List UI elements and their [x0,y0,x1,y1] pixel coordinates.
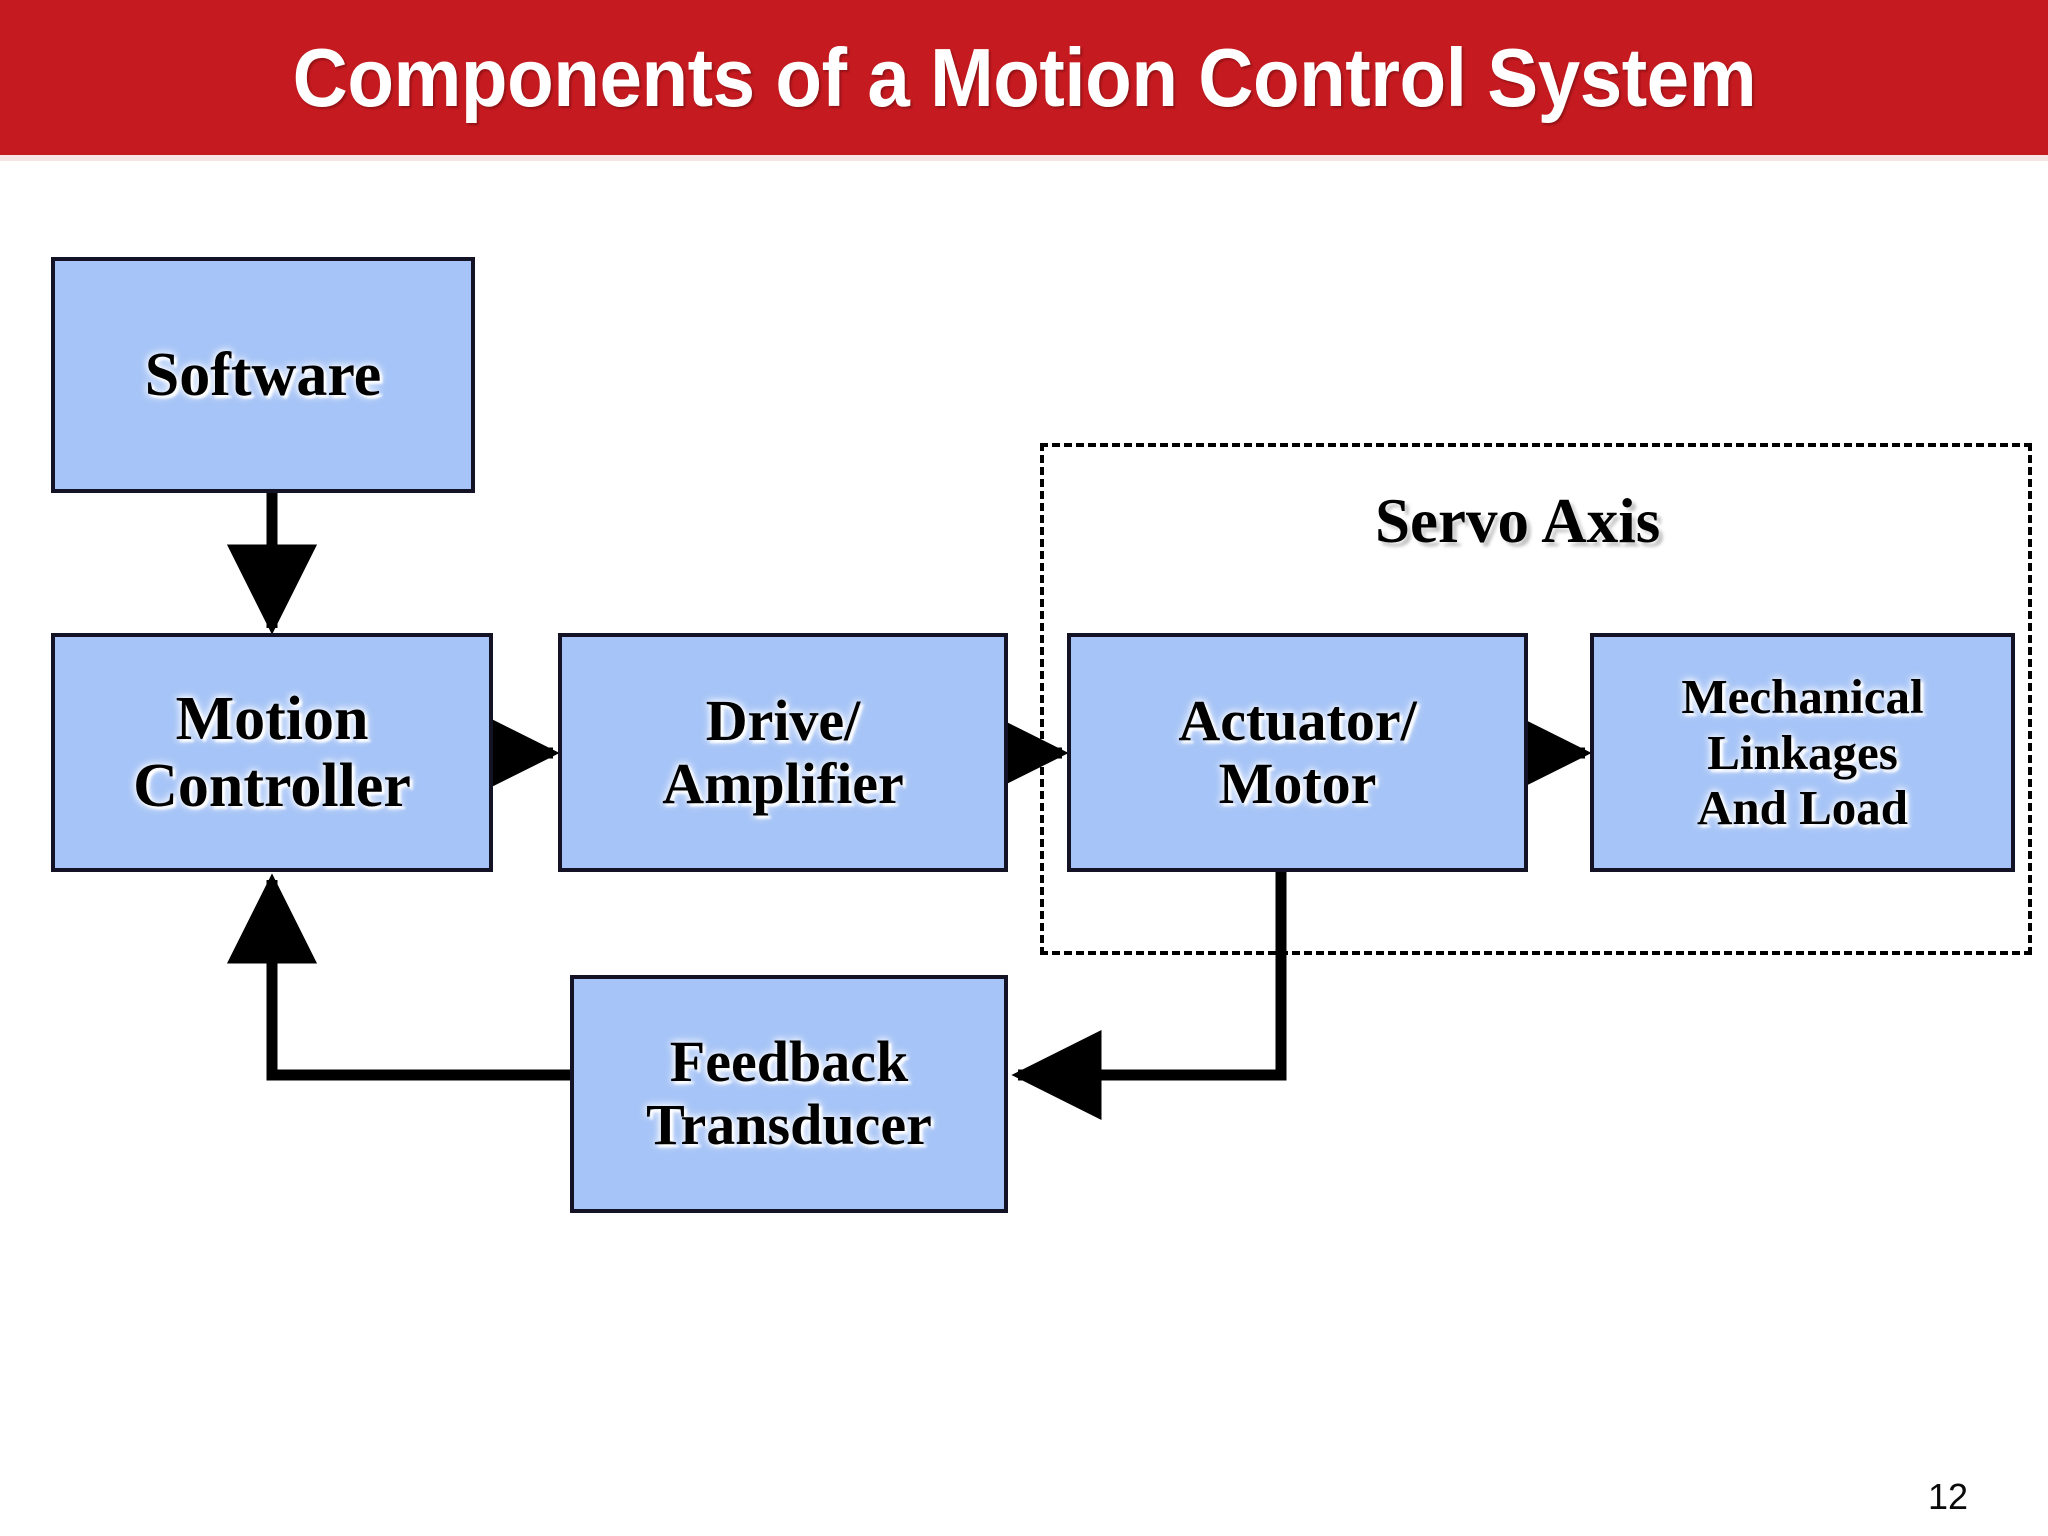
node-feedback-transducer-label-line-2: Transducer [646,1092,932,1157]
node-motion-controller-label-line-1: Motion [175,684,369,753]
node-drive-amplifier-label-line-2: Amplifier [662,750,904,816]
node-mechanical-linkages-and-load[interactable]: Mechanical Linkages And Load [1590,633,2015,872]
edge-feedback-to-motion [226,873,570,1081]
node-software-label-line-1: Software [144,340,382,409]
title-underline-divider [0,155,2048,161]
node-software[interactable]: Software [51,257,475,493]
title-banner: Components of a Motion Control System [0,0,2048,155]
servo-axis-label: Servo Axis [1375,486,1661,556]
node-feedback-transducer-label-line-1: Feedback [669,1029,909,1095]
page-title: Components of a Motion Control System [292,31,1756,124]
node-actuator-motor-label-line-2: Motor [1218,750,1377,816]
node-feedback-transducer[interactable]: Feedback Transducer [570,975,1008,1213]
servo-axis-group-box [1040,443,2032,955]
node-actuator-motor-label-line-1: Actuator/ [1178,687,1417,753]
node-motion-controller[interactable]: Motion Controller [51,633,493,872]
node-drive-amplifier[interactable]: Drive/ Amplifier [558,633,1008,872]
node-motion-controller-label-line-2: Controller [133,751,411,820]
node-mechanical-label-line-3: And Load [1696,780,1909,836]
node-drive-amplifier-label-line-1: Drive/ [705,687,861,753]
node-mechanical-label-line-1: Mechanical [1681,668,1924,724]
node-actuator-motor[interactable]: Actuator/ Motor [1067,633,1528,872]
page-number: 12 [1928,1476,1969,1517]
node-mechanical-label-line-2: Linkages [1707,724,1898,780]
